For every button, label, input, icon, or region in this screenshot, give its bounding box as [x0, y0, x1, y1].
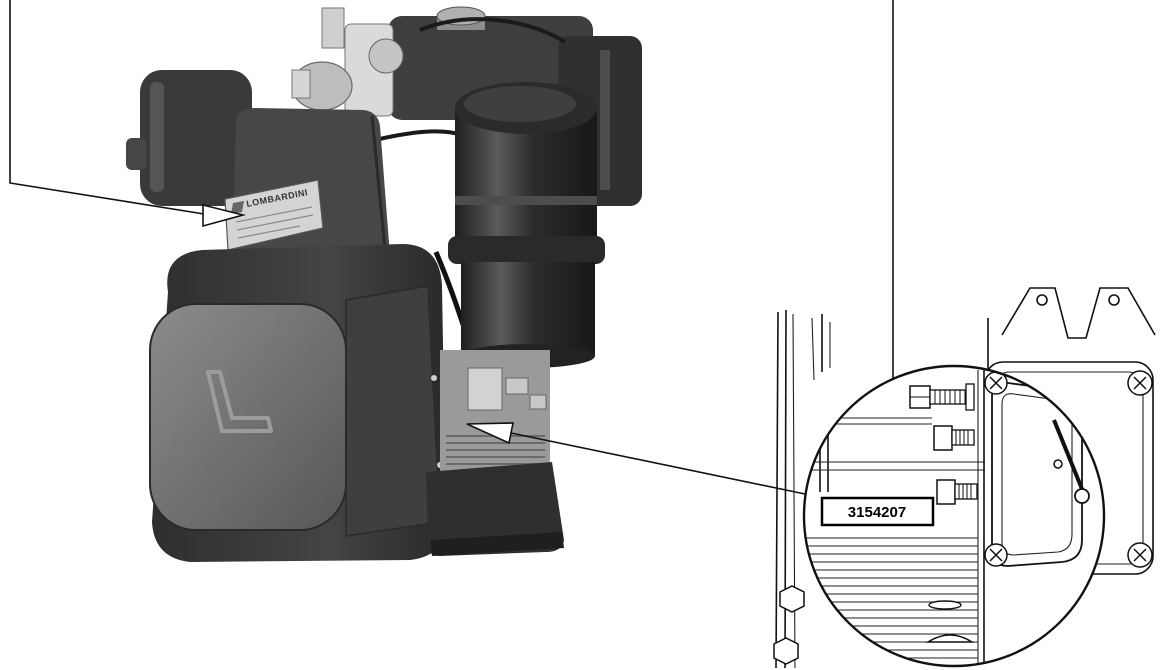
- hex-bolt-icon: [779, 585, 805, 613]
- location-leader-line: [510, 432, 806, 495]
- casting-dome: [925, 634, 975, 643]
- bracket-hole: [1108, 294, 1120, 306]
- governor-stem: [291, 69, 311, 99]
- muffler-highlight: [150, 82, 164, 192]
- serial-number: 3154207: [848, 504, 906, 521]
- fuel-tank-highlight: [600, 50, 610, 190]
- zoom-circle-outline: [802, 364, 1106, 668]
- bracket-part: [321, 7, 345, 49]
- zoom-content: 3154207: [804, 366, 1090, 666]
- nameplate-arrowhead-icon: [202, 203, 247, 228]
- cross-screw-icon: [984, 371, 1008, 395]
- fan-cover-logo-icon: [206, 370, 273, 433]
- exhaust-stub: [126, 138, 146, 170]
- location-callout: [466, 422, 806, 495]
- rocker-bracket: [1001, 287, 1156, 339]
- fitting-bolt-lower: [936, 479, 978, 505]
- nameplate-fine-print: [235, 206, 314, 239]
- pump-fitting: [529, 394, 547, 410]
- serial-label-box: [820, 496, 935, 527]
- block-edge-line: [784, 309, 787, 669]
- pump-fitting: [505, 377, 529, 395]
- cross-screw-icon: [1127, 542, 1153, 568]
- lever-pivot: [1053, 459, 1063, 469]
- engine-block-lineart: [773, 287, 1156, 669]
- decompression-lever: [1052, 419, 1086, 495]
- injector-cap: [368, 38, 404, 74]
- nameplate-leader-line: [9, 0, 205, 215]
- pipe-line: [828, 417, 932, 425]
- air-filter-clamp: [455, 196, 597, 205]
- air-filter: [448, 82, 605, 368]
- bracket-hole: [1036, 294, 1048, 306]
- injection-pump: [467, 367, 503, 411]
- block-edge-line: [775, 311, 779, 669]
- casting-oval: [928, 600, 962, 610]
- fitting-bolt-upper: [909, 383, 975, 411]
- air-filter-top-highlight: [464, 86, 576, 122]
- location-arrowhead-icon: [466, 422, 514, 445]
- mounting-foot: [426, 462, 564, 556]
- cross-screw-icon: [984, 543, 1008, 567]
- air-filter-ring: [448, 236, 605, 264]
- nameplate-logo-icon: [231, 201, 244, 214]
- housing-bolt: [431, 375, 437, 381]
- air-filter-lower-body: [461, 262, 595, 356]
- hex-bolt-icon: [773, 637, 799, 665]
- fuel-pipe-lower: [374, 129, 463, 142]
- rocker-cover: [991, 381, 1083, 567]
- housing-side-panel: [345, 285, 441, 537]
- foot-flange: [430, 532, 564, 556]
- fitting-bolt-middle: [933, 425, 975, 451]
- engine-illustration: LOMBARDINI: [126, 6, 642, 562]
- zoom-detail: 3154207: [802, 364, 1106, 668]
- muffler: [140, 70, 252, 206]
- block-edge-line: [811, 317, 815, 381]
- serial-number-label: 3154207: [820, 496, 935, 527]
- fuel-pipe: [419, 17, 567, 44]
- cross-screw-icon: [1127, 370, 1153, 396]
- nameplate-callout: [9, 0, 247, 228]
- engine-nameplate: LOMBARDINI: [224, 179, 324, 251]
- lever-end: [1074, 488, 1090, 504]
